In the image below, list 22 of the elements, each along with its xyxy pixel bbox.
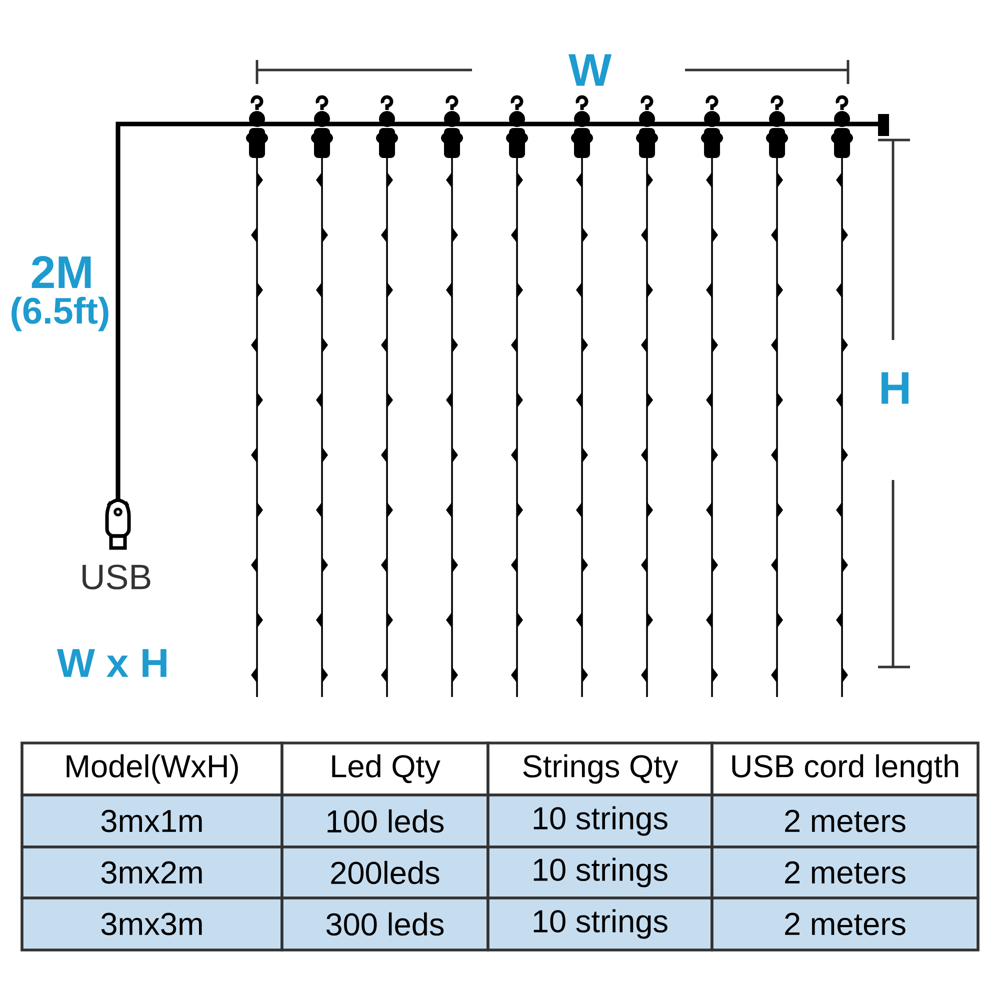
- table-cell: 3mx2m: [20, 846, 284, 900]
- dimension-label: 2M: [32, 256, 91, 288]
- table-cell: USB cord length: [710, 742, 980, 796]
- table-cell: Led Qty: [280, 742, 490, 796]
- table-cell: 100 leds: [280, 794, 490, 848]
- table-cell: 10 strings: [486, 896, 714, 952]
- table-cell: 2 meters: [710, 896, 980, 952]
- table-cell: 10 strings: [486, 846, 714, 900]
- table-cell: 200leds: [280, 846, 490, 900]
- table-cell: Strings Qty: [486, 742, 714, 796]
- size-label: W x H: [56, 649, 166, 677]
- connector-label: USB: [82, 564, 150, 590]
- table-cell: 300 leds: [280, 896, 490, 952]
- table-cell: 10 strings: [486, 794, 714, 848]
- table-cell: 2 meters: [710, 846, 980, 900]
- table-cell: 2 meters: [710, 794, 980, 848]
- table-cell: 3mx1m: [20, 794, 284, 848]
- dimension-label: H: [882, 372, 908, 404]
- dimension-label: (6.5ft): [12, 296, 108, 332]
- table-cell: Model(WxH): [20, 742, 284, 796]
- table-cell: 3mx3m: [20, 896, 284, 952]
- dimension-label: W: [568, 54, 612, 86]
